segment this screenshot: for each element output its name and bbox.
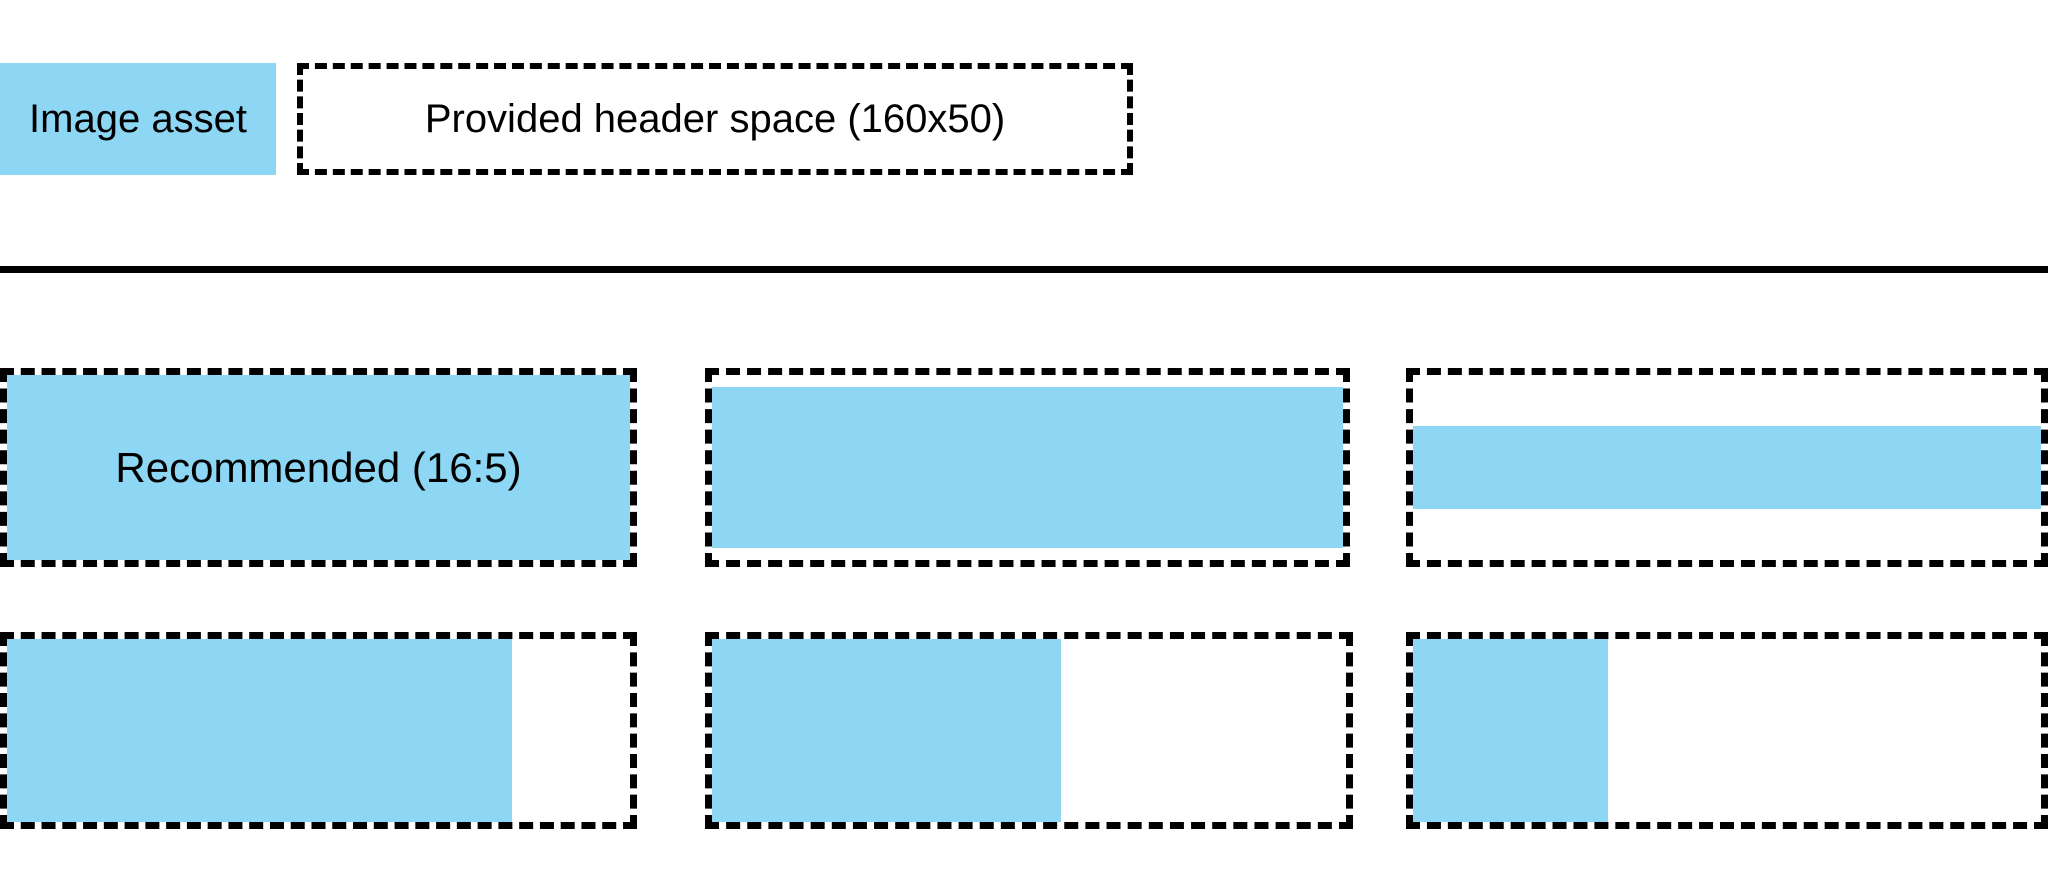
example-full-height-wide bbox=[0, 632, 637, 829]
example-full-width-letterboxed bbox=[705, 368, 1350, 567]
example-full-width-thin-band bbox=[1406, 368, 2048, 567]
example-full-height-narrow bbox=[1406, 632, 2048, 829]
recommended-label: Recommended (16:5) bbox=[115, 443, 522, 491]
image-asset-fill bbox=[712, 639, 1061, 822]
legend-image-asset-label: Image asset bbox=[29, 96, 247, 141]
legend-header-space-box: Provided header space (160x50) bbox=[297, 63, 1133, 175]
image-asset-fill bbox=[7, 375, 630, 560]
image-asset-fill bbox=[1413, 639, 1608, 822]
image-asset-fill bbox=[7, 639, 512, 822]
image-asset-fill bbox=[1413, 425, 2041, 510]
legend-image-asset-swatch: Image asset bbox=[0, 63, 276, 175]
legend-header-space-label: Provided header space (160x50) bbox=[424, 96, 1006, 141]
section-divider bbox=[0, 266, 2048, 273]
example-full-height-medium bbox=[705, 632, 1353, 829]
example-recommended-16-5: Recommended (16:5) bbox=[0, 368, 637, 567]
image-asset-fill bbox=[712, 387, 1343, 548]
